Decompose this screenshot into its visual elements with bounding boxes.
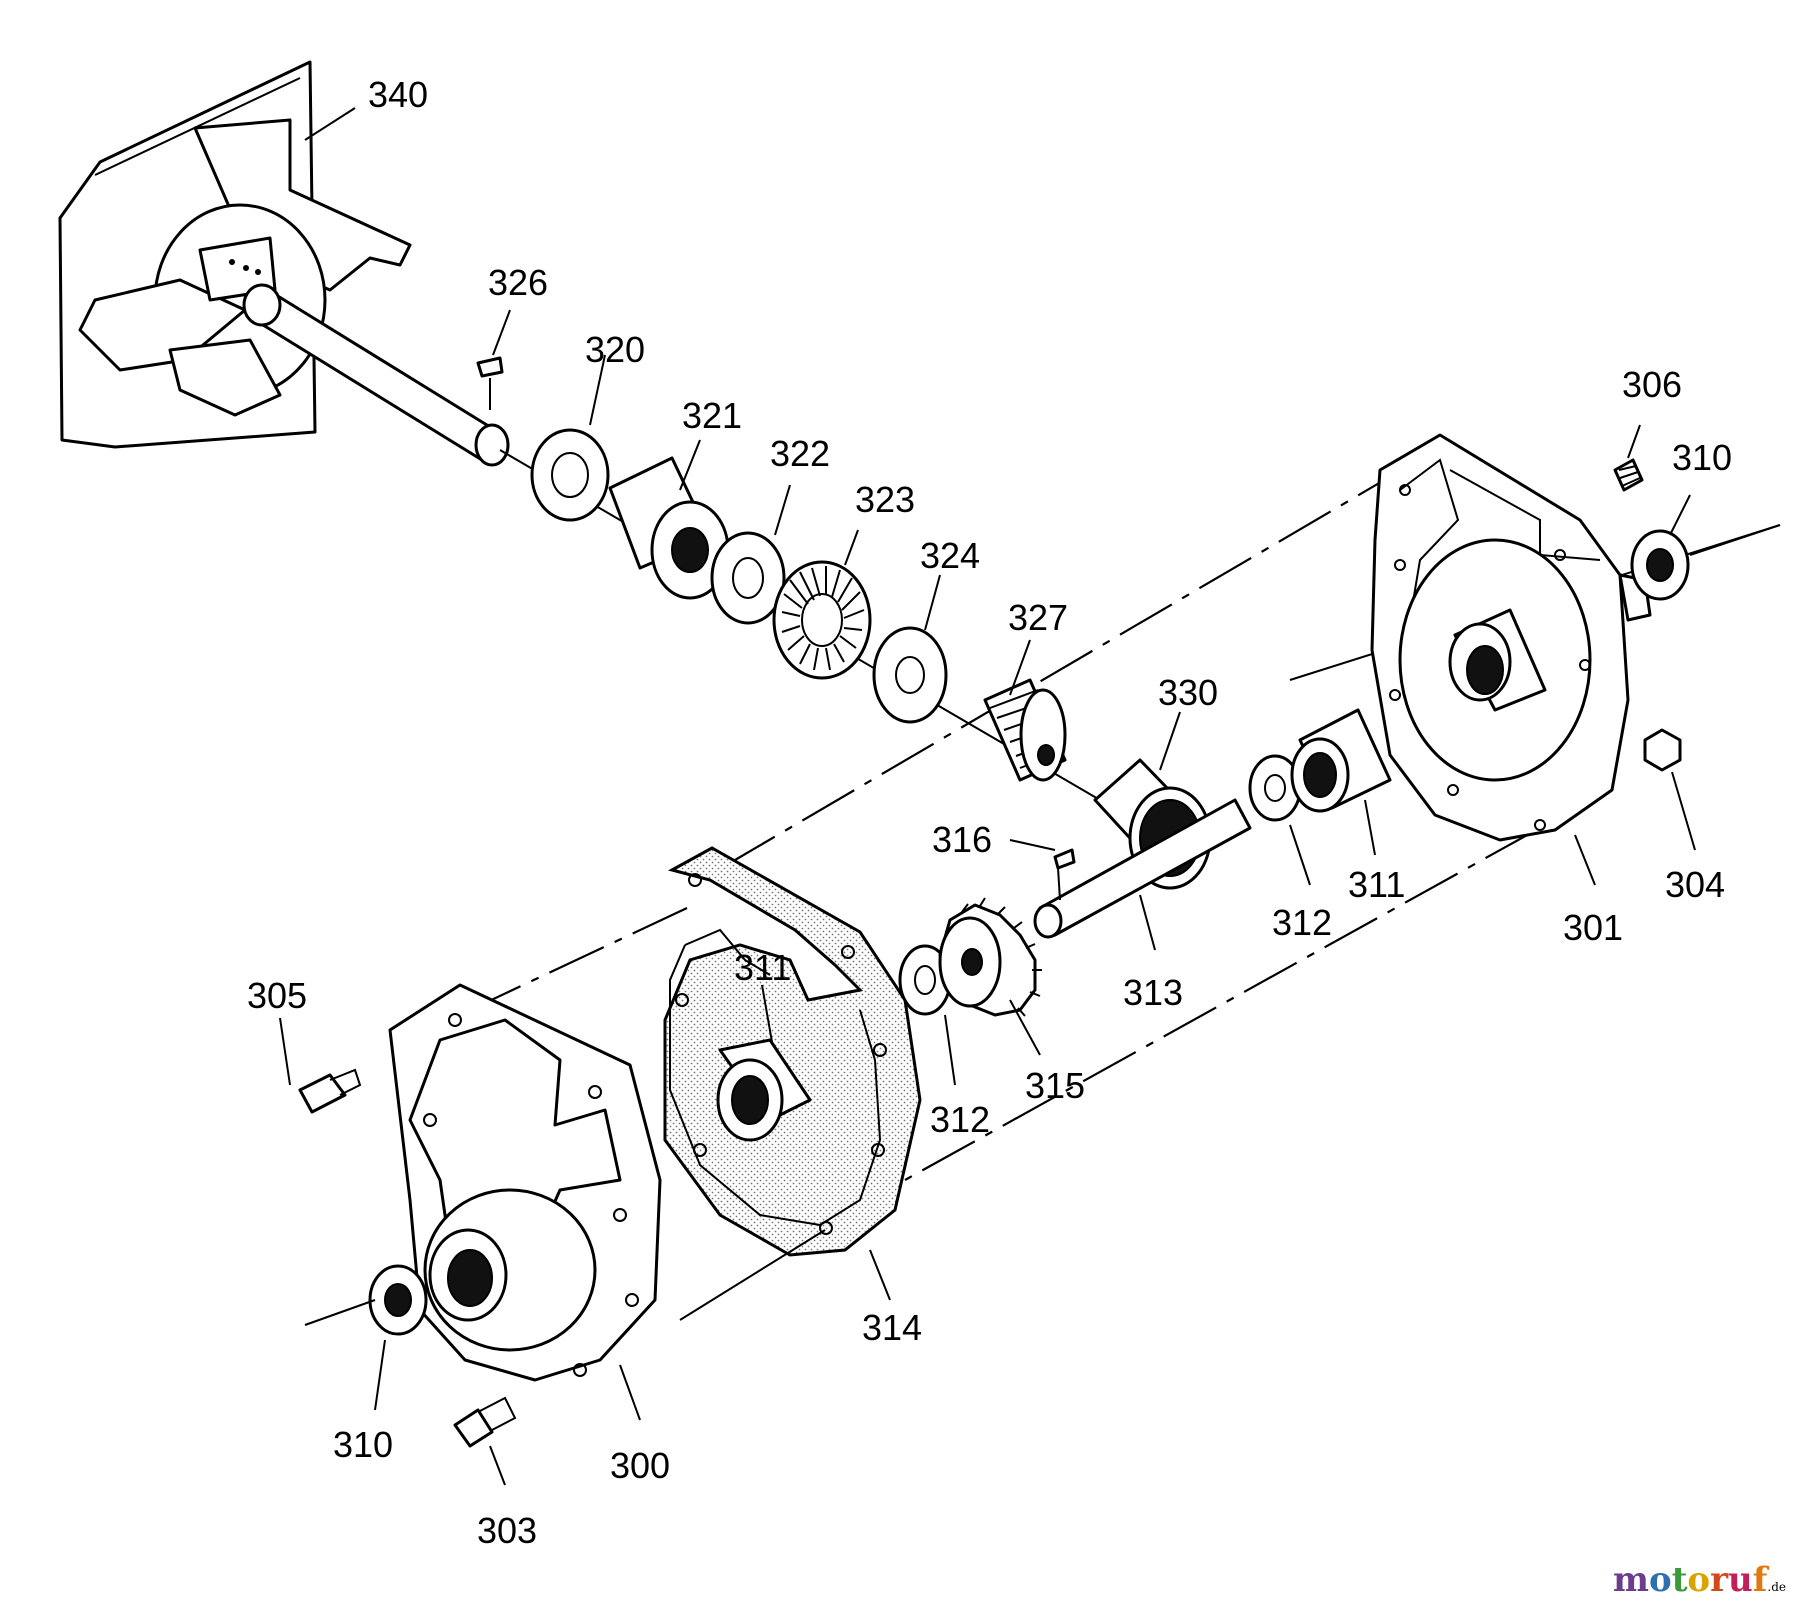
part-314-gasket [663, 846, 922, 1257]
part-306-screw [1613, 458, 1644, 492]
alignment-lines [469, 464, 1539, 1181]
watermark-letter: o [1649, 1560, 1672, 1600]
label-312-lower: 312 [930, 1099, 990, 1140]
part-310-bearing-upper [1630, 529, 1690, 601]
watermark-letter: r [1710, 1560, 1729, 1600]
label-321: 321 [682, 395, 742, 436]
part-313-shaft [1033, 798, 1252, 939]
part-315-spur-gear [938, 897, 1042, 1017]
part-300-gear-housing-left [388, 983, 662, 1382]
label-311-lower: 311 [734, 947, 791, 988]
part-321-bushing [608, 456, 730, 600]
watermark-text: motoruf [1613, 1560, 1767, 1600]
label-326: 326 [488, 262, 548, 303]
label-314: 314 [862, 1307, 922, 1348]
label-316: 316 [932, 819, 992, 860]
watermark-letter: t [1671, 1560, 1688, 1600]
part-310-bearing-lower [368, 1264, 428, 1336]
part-301-gear-housing-right [1370, 433, 1652, 842]
label-320: 320 [585, 329, 645, 370]
part-316-key [1053, 848, 1076, 870]
label-324: 324 [920, 535, 980, 576]
part-340-housing-plate [58, 60, 412, 449]
part-323-thrust-bearing [772, 560, 872, 680]
part-324-washer [872, 626, 948, 724]
part-326-key [476, 356, 504, 378]
motoruf-watermark-logo: motoruf.de [1613, 1560, 1786, 1600]
label-322: 322 [770, 433, 830, 474]
label-330: 330 [1158, 672, 1218, 713]
part-320-washer [530, 428, 610, 522]
label-306: 306 [1622, 364, 1682, 405]
part-labels: 340 326 320 321 322 323 324 327 330 306 … [247, 74, 1732, 1551]
part-311-bushing-lower [716, 1038, 812, 1142]
label-315: 315 [1025, 1065, 1085, 1106]
label-310-upper: 310 [1672, 437, 1732, 478]
label-300: 300 [610, 1445, 670, 1486]
part-311-bushing-upper [1290, 708, 1392, 813]
label-323: 323 [855, 479, 915, 520]
part-305-screw [298, 1068, 362, 1114]
watermark-letter: f [1752, 1560, 1768, 1600]
part-340-shaft [242, 283, 510, 467]
watermark-letter: o [1687, 1560, 1711, 1600]
label-301: 301 [1563, 907, 1623, 948]
part-322-washer [710, 531, 786, 625]
label-340: 340 [368, 74, 428, 115]
watermark-letter: u [1728, 1560, 1753, 1600]
label-305: 305 [247, 975, 307, 1016]
label-310-lower: 310 [333, 1424, 393, 1465]
label-311-upper: 311 [1348, 864, 1405, 905]
part-304-nut [1643, 728, 1682, 772]
watermark-letter: m [1613, 1560, 1649, 1600]
label-313: 313 [1123, 972, 1183, 1013]
label-303: 303 [477, 1510, 537, 1551]
label-327: 327 [1008, 597, 1068, 638]
part-327-worm-gear [983, 678, 1067, 782]
leader-lines [279, 107, 1781, 1486]
part-303-screw [453, 1396, 517, 1448]
label-304: 304 [1665, 864, 1725, 905]
watermark-suffix: .de [1767, 1580, 1786, 1594]
label-312-upper: 312 [1272, 902, 1332, 943]
